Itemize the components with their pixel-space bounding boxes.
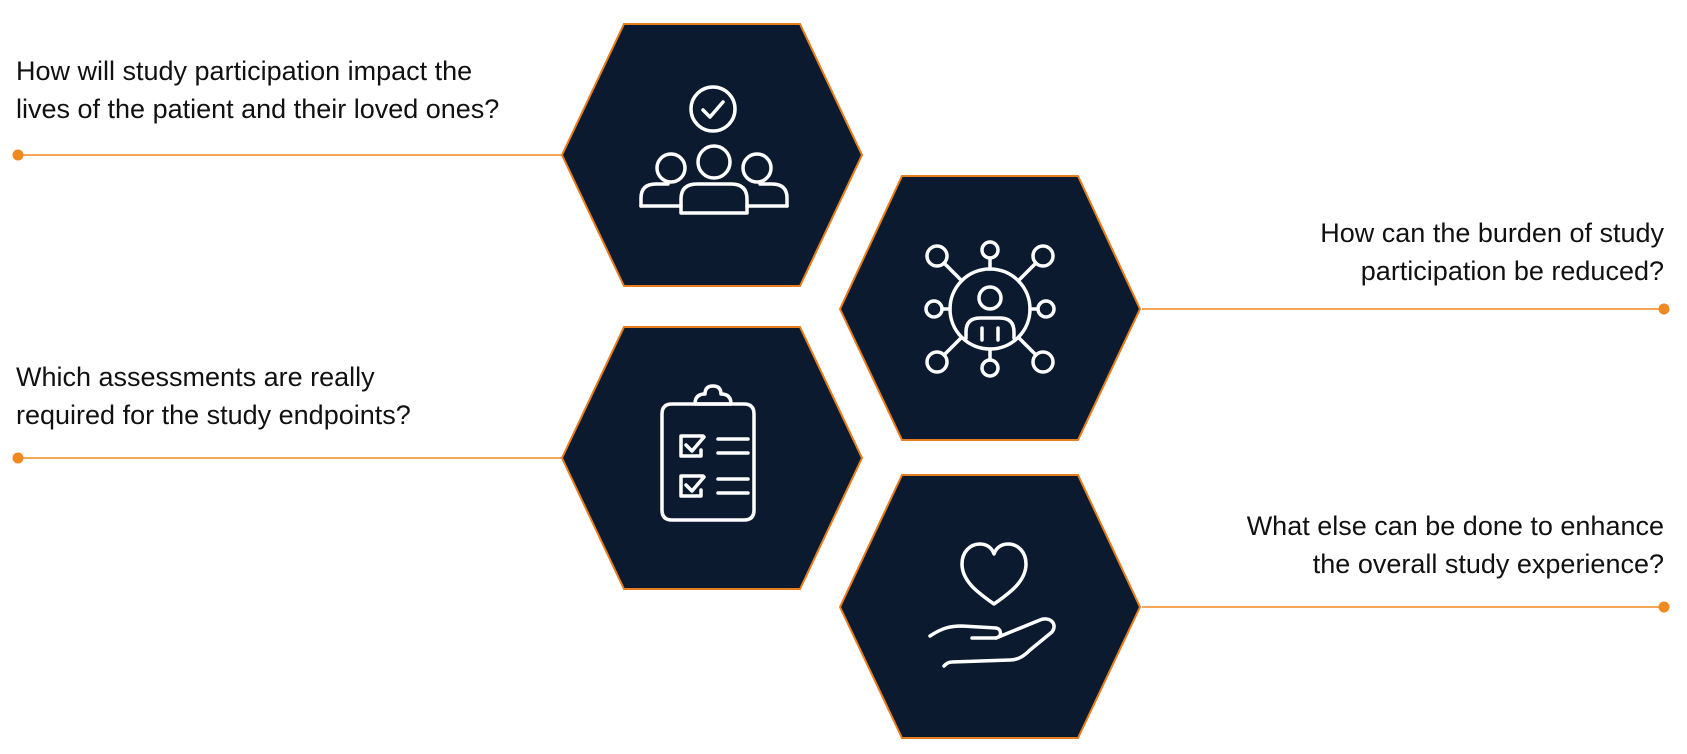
connector-dot-4 — [1658, 601, 1670, 613]
question-required-assessments: Which assessments are really required fo… — [16, 362, 411, 430]
connector-dot-1 — [12, 149, 24, 161]
hexagon-4 — [838, 474, 1142, 739]
hexagon-3 — [560, 326, 864, 590]
hexagon-1 — [560, 23, 864, 287]
connector-dot-3 — [12, 452, 24, 464]
people-group-check-icon — [639, 85, 789, 215]
question-reduce-burden: How can the burden of study participatio… — [1320, 218, 1664, 286]
question-impact-on-lives: How will study participation impact the … — [16, 56, 500, 124]
person-network-icon — [924, 240, 1056, 378]
clipboard-checklist-icon — [660, 384, 756, 522]
question-enhance-experience: What else can be done to enhance the ove… — [1246, 511, 1664, 579]
heart-in-hand-icon — [928, 542, 1056, 668]
connector-dot-2 — [1658, 303, 1670, 315]
